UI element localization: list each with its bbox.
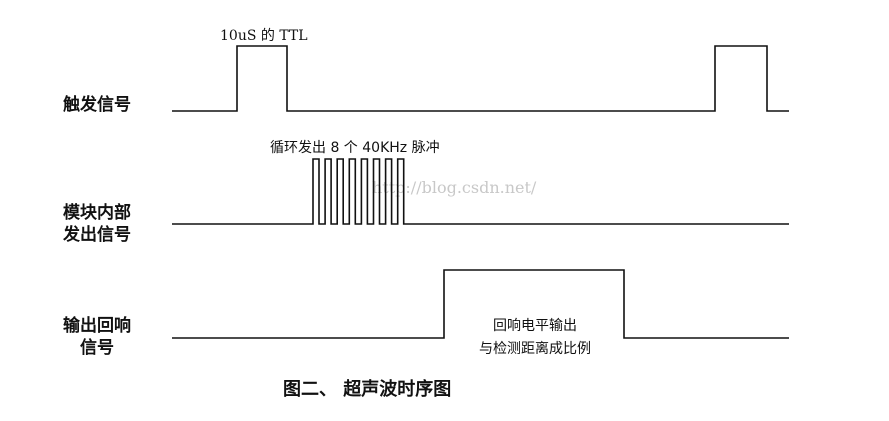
pulse-width-annotation: 10uS 的 TTL [220,28,308,44]
trigger-signal-label: 触发信号 [62,94,131,115]
module-signal-label-line1: 模块内部 [63,202,131,223]
echo-annotation-line2: 与检测距离成比例 [479,340,591,357]
figure-caption: 图二、 超声波时序图 [283,378,451,400]
watermark-text: http://blog.csdn.net/ [372,178,537,197]
echo-signal-label-line2: 信号 [80,337,114,358]
trigger-waveform [172,45,789,112]
module-signal-label-line2: 发出信号 [62,224,131,245]
echo-annotation-line1: 回响电平输出 [493,318,577,334]
module-burst-waveform [172,158,789,225]
burst-annotation: 循环发出 8 个 40KHz 脉冲 [270,140,440,156]
echo-signal-label-line1: 输出回响 [63,315,131,336]
echo-waveform [172,269,789,339]
